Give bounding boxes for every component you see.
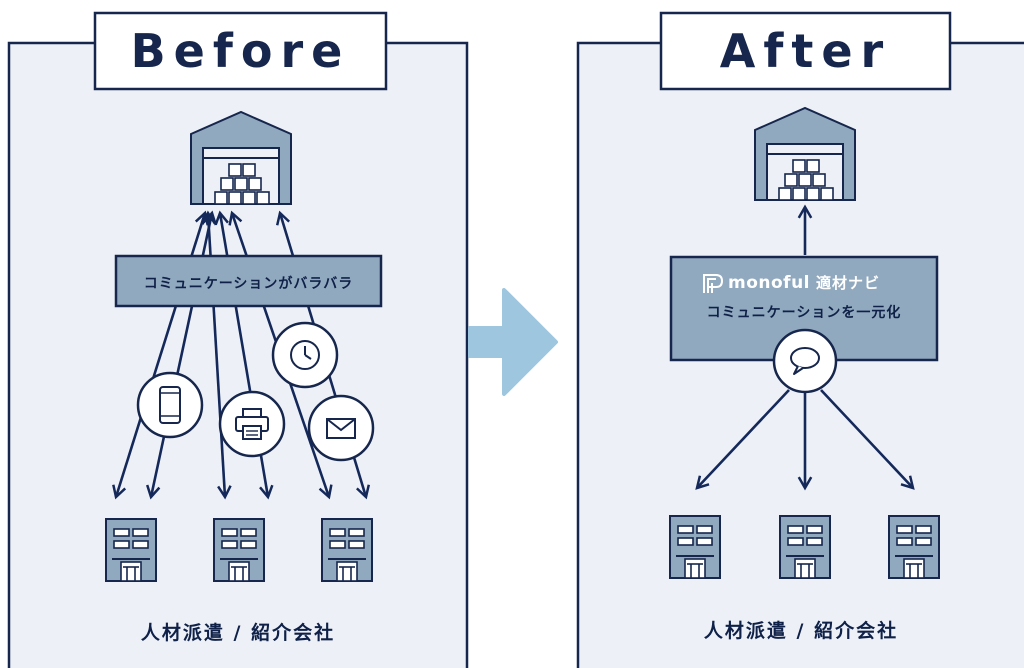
- before-building-icon-1: [105, 518, 157, 582]
- before-title: Before: [130, 24, 351, 78]
- chat-bubble-icon: [772, 328, 838, 394]
- after-caption: 人材派遣 / 紹介会社: [703, 620, 899, 642]
- mail-icon: [307, 394, 375, 462]
- before-bar-label: コミュニケーションがバラバラ: [143, 276, 354, 292]
- before-building-icon-3: [321, 518, 373, 582]
- after-fanout-arrows: [695, 389, 915, 491]
- after-brand: monoful 適材ナビ: [728, 272, 928, 293]
- fax-printer-icon: [218, 390, 286, 458]
- after-arrow-left: [695, 389, 790, 490]
- transition-arrow-icon: [468, 288, 558, 396]
- after-title-box: [659, 11, 952, 91]
- before-caption: 人材派遣 / 紹介会社: [140, 622, 336, 644]
- after-arrow-right: [820, 389, 915, 490]
- clock-icon: [271, 321, 339, 389]
- before-panel: [7, 11, 469, 668]
- before-title-box: [93, 11, 388, 91]
- before-building-icon-2: [213, 518, 265, 582]
- after-building-icon-2: [779, 515, 831, 579]
- smartphone-icon: [136, 371, 204, 439]
- monoful-logo-icon: [703, 274, 724, 293]
- after-panel: [576, 11, 1024, 668]
- before-bar: [114, 254, 383, 308]
- brand-name: monoful: [728, 273, 811, 293]
- after-building-icon-3: [888, 515, 940, 579]
- after-building-icon-1: [669, 515, 721, 579]
- after-title: After: [719, 24, 892, 78]
- brand-sub: 適材ナビ: [816, 274, 881, 292]
- after-bar-label: コミュニケーションを一元化: [706, 305, 902, 321]
